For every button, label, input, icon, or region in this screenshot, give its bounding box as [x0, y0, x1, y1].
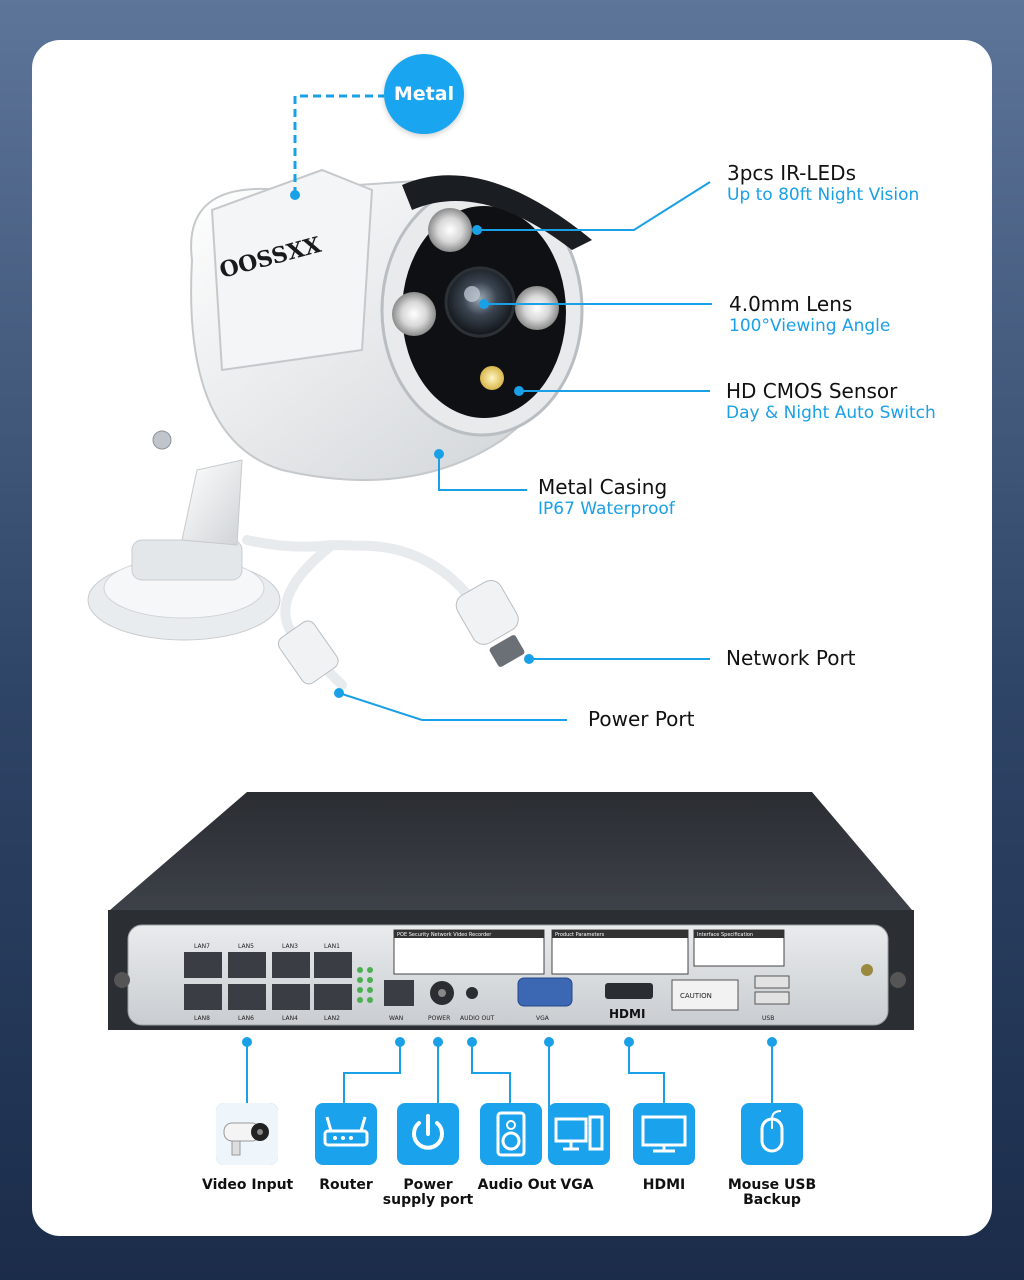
callout-title: 3pcs IR-LEDs: [727, 161, 856, 185]
port-label-vga: VGA: [560, 1177, 594, 1193]
port-label-video-input: Video Input: [202, 1177, 294, 1193]
wan-label: WAN: [389, 1015, 403, 1022]
callout-line-power: [338, 692, 567, 721]
callout-subtitle: IP67 Waterproof: [538, 499, 675, 519]
lan-ports: [184, 952, 352, 1010]
router-icon: [315, 1103, 377, 1165]
callout-power-port: Power Port: [588, 708, 694, 730]
power-label: POWER: [428, 1015, 450, 1022]
wan-port: [384, 980, 414, 1006]
display-icon: [633, 1103, 695, 1165]
port-label-hdmi: HDMI: [642, 1177, 686, 1193]
lan-label: LAN3: [282, 943, 298, 950]
callout-title: 4.0mm Lens: [729, 292, 853, 316]
callout-sensor: HD CMOS Sensor Day & Night Auto Switch: [726, 380, 936, 424]
callout-title: Network Port: [726, 646, 856, 670]
lan-label: LAN2: [324, 1015, 340, 1022]
callout-network-port: Network Port: [726, 647, 856, 669]
port-label-mouse-usb: Mouse USB Backup: [727, 1177, 817, 1208]
power-icon: [397, 1103, 459, 1165]
product-panel-title: Product Parameters: [555, 932, 605, 938]
nvr-lid: [110, 792, 912, 910]
port-label-audio: Audio Out: [477, 1177, 557, 1193]
callout-subtitle: Day & Night Auto Switch: [726, 403, 936, 423]
lan-label: LAN8: [194, 1015, 210, 1022]
callout-title: Metal Casing: [538, 475, 668, 499]
interface-panel-title: Interface Specification: [697, 932, 753, 938]
port-label-power: Power supply port: [382, 1177, 474, 1208]
lan-label: LAN1: [324, 943, 340, 950]
network-connector: [455, 580, 519, 645]
sun-shield: [210, 168, 374, 372]
callout-line-ir: [477, 181, 711, 231]
caution-label: [671, 979, 739, 1011]
camera-icon: [216, 1103, 278, 1165]
mount-arm: [181, 459, 243, 546]
ir-led-top: [428, 208, 472, 252]
hdmi-logo: HDMI: [609, 1007, 645, 1021]
mount-screw: [152, 430, 172, 450]
callout-line-casing: [438, 454, 527, 491]
mouse-icon: [741, 1103, 803, 1165]
lan-label: LAN4: [282, 1015, 298, 1022]
mount-ring: [131, 539, 243, 581]
monitor-icon: [548, 1103, 610, 1165]
metal-callout-line: [293, 94, 384, 195]
callout-title: Power Port: [588, 707, 695, 731]
callout-subtitle: Up to 80ft Night Vision: [727, 185, 920, 205]
usb-port: [754, 975, 790, 989]
audio-label: AUDIO OUT: [460, 1015, 495, 1022]
power-connector: [277, 620, 339, 685]
port-label-router: Router: [319, 1177, 373, 1193]
recorder-panel-title: POE Security Network Video Recorder: [397, 932, 492, 938]
callout-subtitle: 100°Viewing Angle: [729, 316, 891, 336]
audio-jack: [466, 987, 478, 999]
callout-lens: 4.0mm Lens 100°Viewing Angle: [729, 293, 890, 337]
callout-casing: Metal Casing IP67 Waterproof: [538, 476, 675, 520]
ir-led-right: [515, 286, 559, 330]
status-leds: [357, 967, 373, 1003]
speaker-icon: [480, 1103, 542, 1165]
lan-label: LAN6: [238, 1015, 254, 1022]
hdmi-port: [605, 983, 653, 999]
lan-label: LAN7: [194, 943, 210, 950]
callout-title: HD CMOS Sensor: [726, 379, 898, 403]
vga-label: VGA: [536, 1015, 550, 1022]
metal-badge: Metal: [384, 54, 464, 134]
usb-label: USB: [762, 1015, 774, 1022]
camera-illustration: OOSSXX: [87, 94, 712, 721]
ir-led-left: [392, 292, 436, 336]
nvr-illustration: LAN7 LAN5 LAN3 LAN1 LAN8 LAN6 LAN4 LAN2 …: [108, 792, 914, 1140]
cmos-sensor: [480, 366, 504, 390]
callout-ir-leds: 3pcs IR-LEDs Up to 80ft Night Vision: [727, 162, 919, 206]
vga-port: [517, 977, 573, 1007]
caution-text: CAUTION: [680, 992, 712, 1000]
visor: [402, 175, 592, 250]
cable: [242, 535, 477, 605]
lan-label: LAN5: [238, 943, 254, 950]
product-card: OOSSXX Metal 3pcs IR-LEDs Up to 80ft Nig…: [32, 40, 992, 1236]
